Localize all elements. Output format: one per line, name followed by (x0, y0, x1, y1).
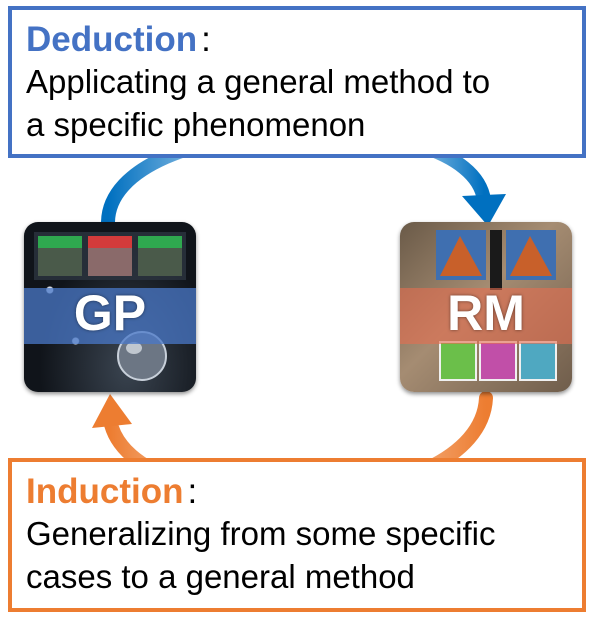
deduction-arrowhead (462, 194, 506, 226)
deduction-line-1: Applicating a general method to (26, 63, 491, 100)
induction-line-2: cases to a general method (26, 558, 415, 595)
deduction-line-2: a specific phenomenon (26, 106, 366, 143)
gp-label: GP (73, 285, 147, 341)
gp-thumbnail: GP (24, 222, 196, 392)
induction-line-1: Generalizing from some specific (26, 515, 496, 552)
gp-label-band (24, 288, 196, 344)
gp-render-image (34, 232, 186, 381)
induction-colon: : (187, 472, 198, 511)
deduction-box: Deduction: Applicating a general method … (8, 6, 586, 158)
rm-label-band (400, 288, 572, 344)
rm-label: RM (447, 285, 525, 341)
induction-box: Induction: Generalizing from some specif… (8, 458, 586, 612)
deduction-heading: Deduction (26, 20, 198, 59)
induction-arrowhead (92, 394, 132, 428)
deduction-colon: : (201, 20, 211, 59)
rm-render-image (436, 230, 557, 381)
rm-thumbnail: RM (400, 222, 572, 392)
induction-heading: Induction (26, 472, 184, 511)
